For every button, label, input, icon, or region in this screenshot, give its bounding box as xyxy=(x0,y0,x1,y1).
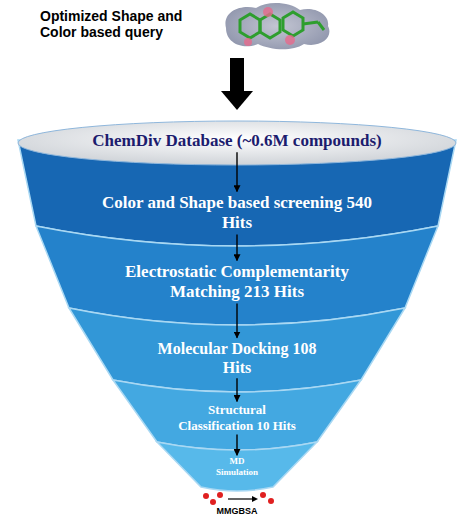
molecule-query xyxy=(225,3,329,49)
funnel-stage: MD Simulation xyxy=(214,456,260,478)
flow-arrow xyxy=(236,234,237,260)
stage-text: Molecular Docking 108 Hits xyxy=(142,339,332,377)
funnel-bands xyxy=(18,140,456,491)
result-dots xyxy=(203,492,274,505)
funnel-stage: Structural Classification 10 Hits xyxy=(177,402,297,433)
database-ellipse xyxy=(18,121,456,165)
big-arrow xyxy=(221,58,253,110)
flow-arrow xyxy=(236,152,237,191)
stage-text: Electrostatic Complementarity Matching 2… xyxy=(102,262,372,303)
stage-text: MD Simulation xyxy=(214,456,260,478)
stage-text: Color and Shape based screening 540 Hits xyxy=(87,193,387,234)
funnel-band xyxy=(113,380,361,450)
flow-arrow xyxy=(236,303,237,337)
method-label: MMGBSA xyxy=(207,506,267,516)
funnel-band xyxy=(157,442,317,491)
stage-text: Structural Classification 10 Hits xyxy=(177,402,297,433)
stage-text: ChemDiv Database (~0.6M compounds) xyxy=(37,131,437,151)
funnel-stage: Color and Shape based screening 540 Hits xyxy=(87,193,387,234)
funnel-band xyxy=(69,308,405,392)
funnel-stage: Molecular Docking 108 Hits xyxy=(142,339,332,377)
flow-arrow xyxy=(236,378,237,401)
query-label: Optimized Shape and Color based query xyxy=(40,8,220,40)
funnel-band xyxy=(36,226,438,325)
flow-arrow xyxy=(236,435,237,456)
database-label-box: ChemDiv Database (~0.6M compounds) xyxy=(37,131,437,151)
funnel-stage: Electrostatic Complementarity Matching 2… xyxy=(102,262,372,303)
